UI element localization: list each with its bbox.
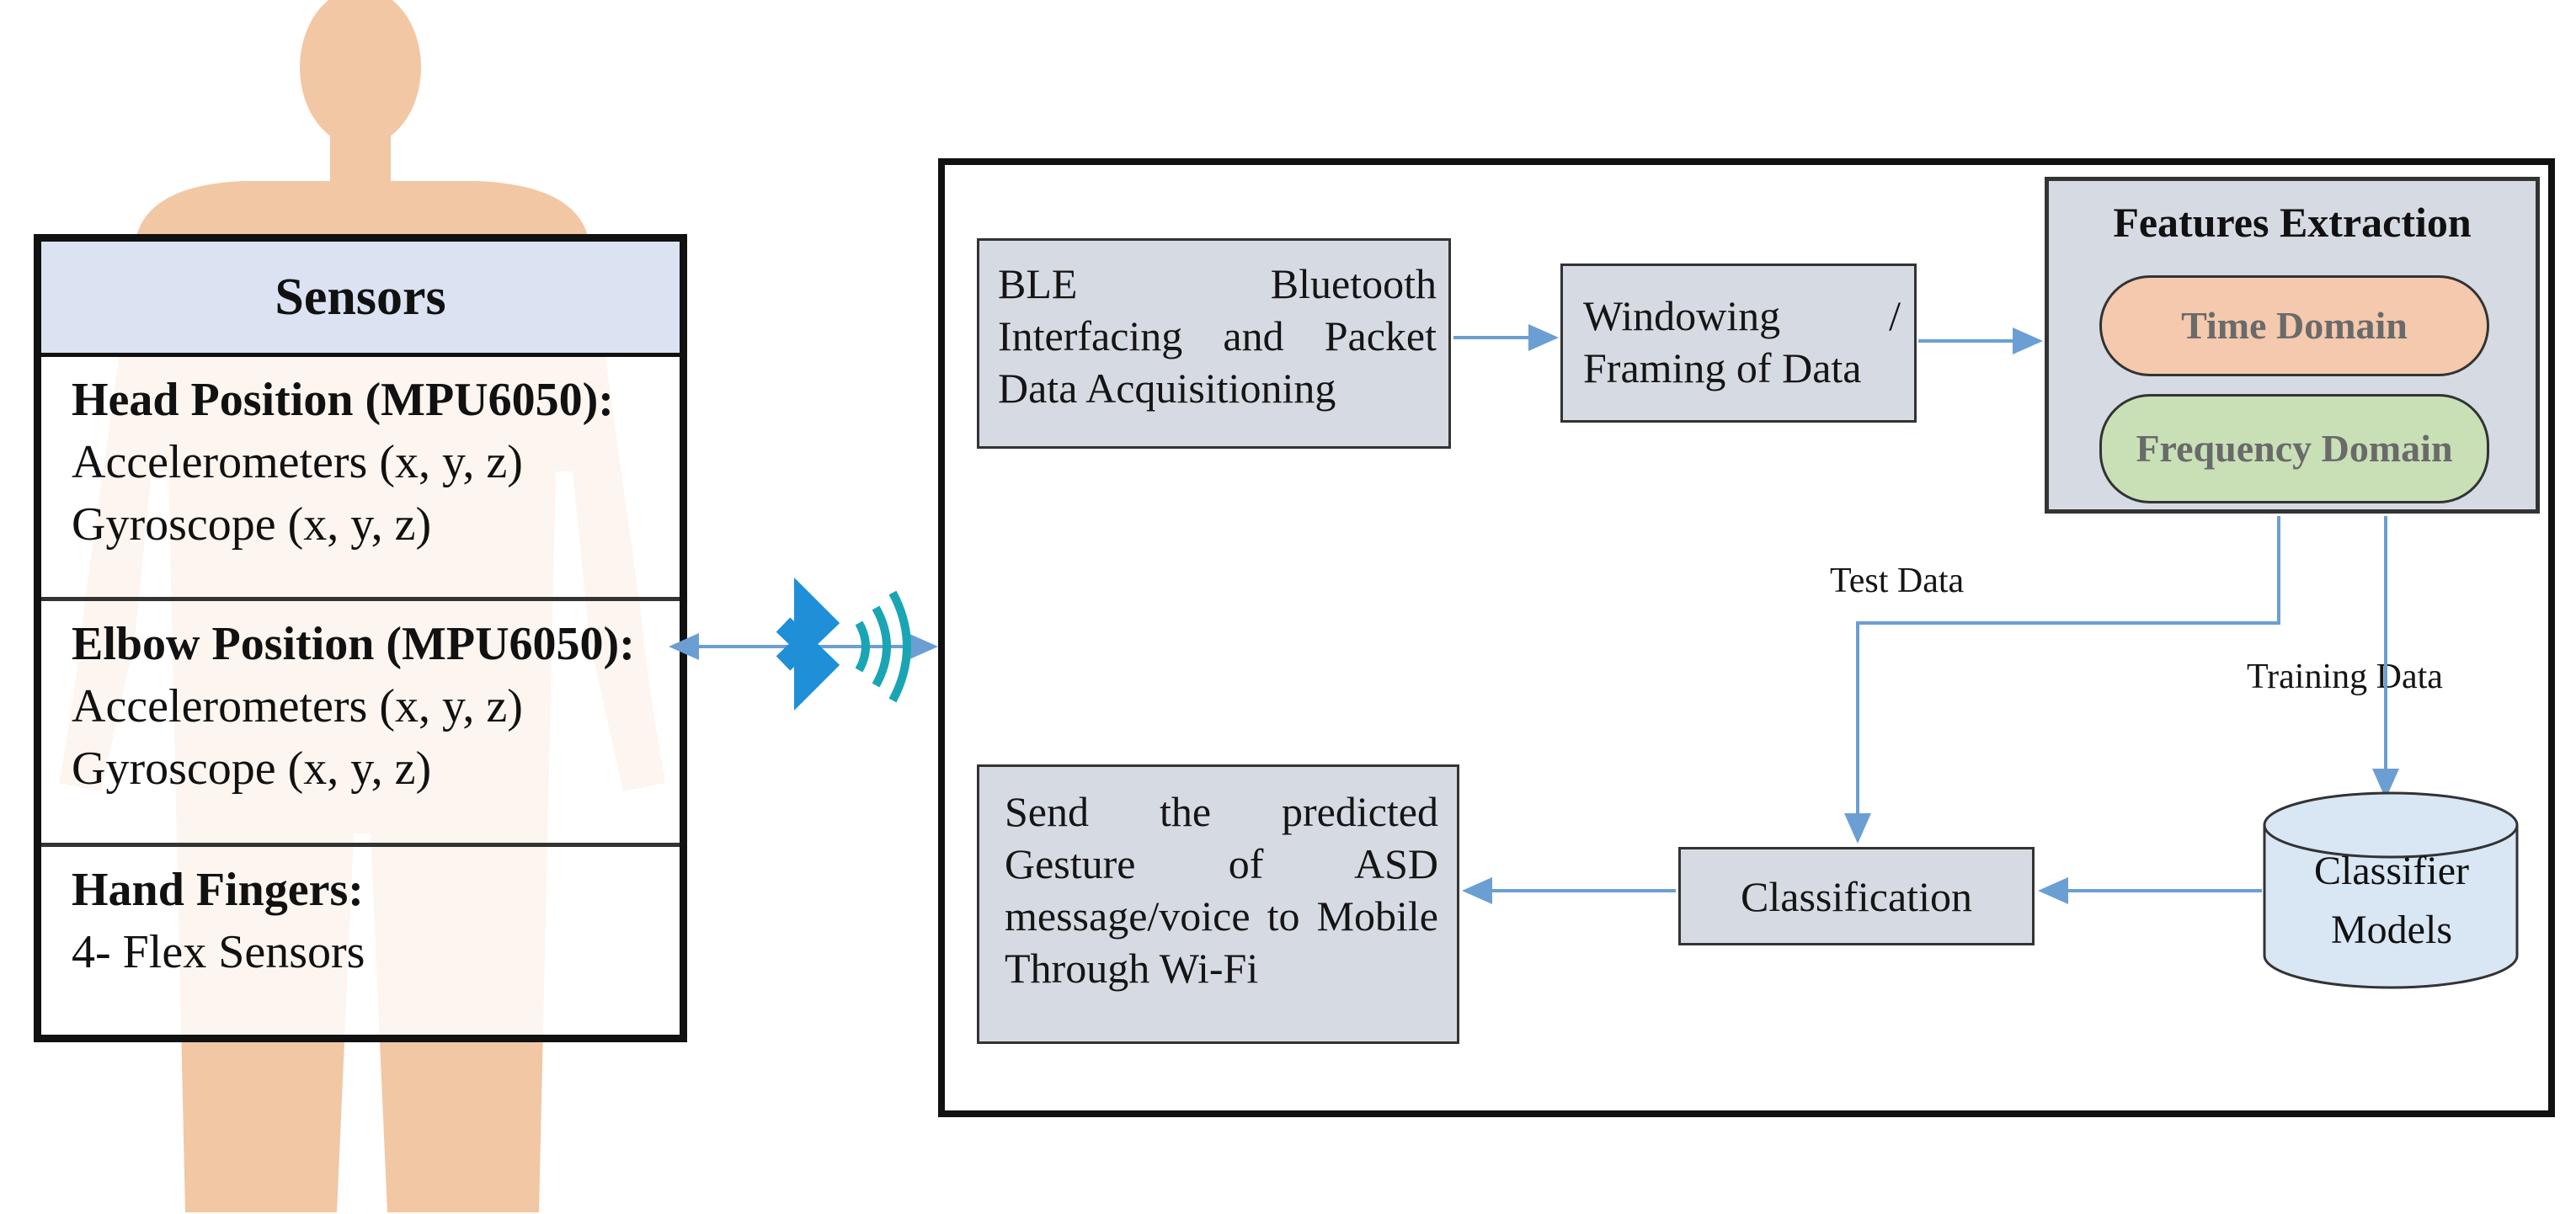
bluetooth-icon [776,578,840,711]
time-domain-pill: Time Domain [2099,275,2489,376]
send-line-2: Gesture of ASD [1005,840,1438,887]
flex-sensors: 4- Flex Sensors [72,926,365,978]
windowing-line-1: Windowing / [1583,292,1901,339]
send-line-3: message/voice to Mobile [1005,892,1438,940]
frequency-domain-pill: Frequency Domain [2099,394,2489,503]
sensors-title: Sensors [41,242,680,357]
elbow-position-section: Elbow Position (MPU6050): Accelerometers… [41,601,680,847]
send-line-4: Through Wi-Fi [1005,945,1259,992]
hand-fingers-section: Hand Fingers: 4- Flex Sensors [41,847,680,1035]
windowing-box: Windowing / Framing of Data [1560,264,1917,423]
hand-fingers-title: Hand Fingers: [72,864,364,916]
wireless-signal-icon [855,590,911,703]
test-data-label: Test Data [1830,562,1965,600]
pipeline-frame [938,158,2555,1117]
head-position-title: Head Position (MPU6050): [72,374,614,426]
training-data-label: Training Data [2247,658,2443,696]
ble-line-3: Data Acquisitioning [998,365,1336,412]
classification-box: Classification [1678,847,2035,945]
send-prediction-box: Send the predicted Gesture of ASD messag… [977,764,1459,1044]
elbow-position-title: Elbow Position (MPU6050): [72,618,635,670]
elbow-gyroscope: Gyroscope (x, y, z) [72,743,432,795]
head-position-section: Head Position (MPU6050): Accelerometers … [41,357,680,601]
features-extraction-title: Features Extraction [2113,199,2472,246]
windowing-line-2: Framing of Data [1583,344,1862,391]
test-data-arrow [1844,516,2280,844]
send-line-1: Send the predicted [1005,788,1438,835]
ble-line-2: Interfacing and Packet [998,312,1437,359]
head-accelerometers: Accelerometers (x, y, z) [72,436,523,488]
ble-line-1: BLE Bluetooth [998,260,1437,307]
classifier-models-cylinder [2263,791,2519,989]
classifier-models-label: Classifier Models [2265,842,2518,960]
elbow-accelerometers: Accelerometers (x, y, z) [72,680,523,732]
classifier-models-line-2: Models [2331,908,2452,952]
classifier-models-line-1: Classifier [2314,849,2469,893]
ble-acquisition-box: BLE Bluetooth Interfacing and Packet Dat… [977,238,1451,449]
features-extraction-box: Features Extraction Time Domain Frequenc… [2045,177,2540,514]
sensors-panel: Sensors Head Position (MPU6050): Acceler… [34,234,687,1042]
head-gyroscope: Gyroscope (x, y, z) [72,498,432,551]
